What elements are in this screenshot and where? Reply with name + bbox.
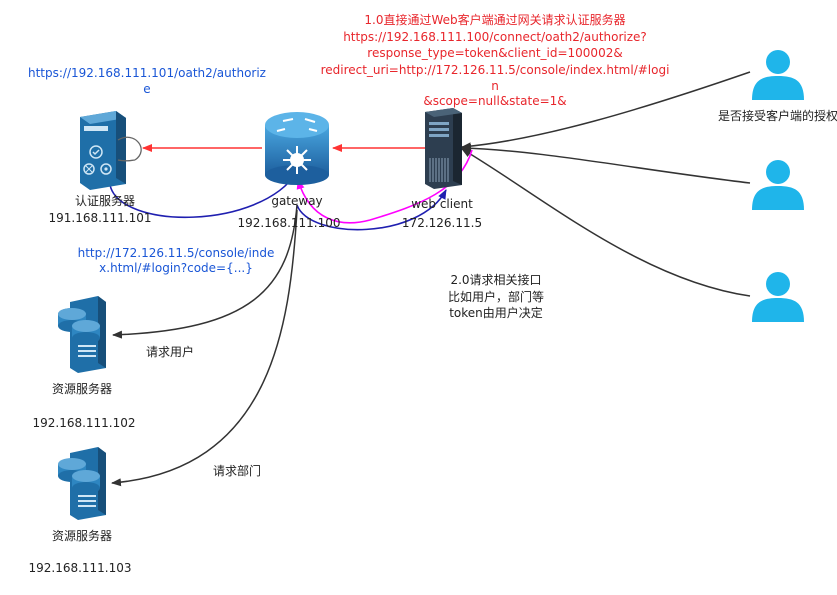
server-tower-icon xyxy=(425,108,462,189)
request-text-line1: 1.0直接通过Web客户端通过网关请求认证服务器 xyxy=(364,12,625,27)
auth-server-ip: 191.168.111.101 xyxy=(48,211,151,225)
users-label: 是否接受客户端的授权 xyxy=(718,108,837,123)
redirect-arrow-gateway-to-client xyxy=(296,189,447,231)
resource1-label: 资源服务器 xyxy=(52,381,112,396)
user2-connection xyxy=(461,144,751,184)
user-icon xyxy=(752,50,804,100)
resource2-label: 资源服务器 xyxy=(52,528,112,543)
router-icon xyxy=(265,112,329,185)
web-client-label: web client xyxy=(411,197,473,211)
redirect-arrow-auth-to-gateway xyxy=(109,171,298,218)
request-text-line4: redirect_uri=http://172.126.11.5/console… xyxy=(321,63,670,77)
request-text-line6: &scope=null&state=1& xyxy=(423,94,566,108)
gateway-ip: 192.168.111.100 xyxy=(237,216,340,230)
interface-note-line2: 比如用户，部门等 xyxy=(448,289,544,304)
request-text-line2: https://192.168.111.100/connect/oath2/au… xyxy=(343,30,647,44)
database-server-icon xyxy=(58,296,106,373)
web-client-ip: 172.126.11.5 xyxy=(402,216,482,230)
gateway-to-resource2 xyxy=(111,209,298,487)
request-text-line3: response_type=token&client_id=100002& xyxy=(367,46,622,60)
authorize-url-line2: e xyxy=(143,82,150,96)
interface-note-line1: 2.0请求相关接口 xyxy=(450,272,541,287)
request-user-label: 请求用户 xyxy=(146,344,194,359)
resource1-ip: 192.168.111.102 xyxy=(32,416,135,430)
auth-server-icon xyxy=(80,111,142,190)
database-server-icon xyxy=(58,447,106,520)
gateway-label: gateway xyxy=(271,194,322,208)
user1-connection xyxy=(461,71,751,151)
auth-server-label: 认证服务器 xyxy=(75,193,135,208)
user-icon xyxy=(752,160,804,210)
authorize-url-line1: https://192.168.111.101/oath2/authoriz xyxy=(28,66,266,80)
request-dept-label: 请求部门 xyxy=(213,463,261,478)
redirect-url-line1: http://172.126.11.5/console/inde xyxy=(78,246,275,260)
request-text-line5: n xyxy=(491,79,499,93)
user3-connection xyxy=(461,148,751,297)
gateway-to-resource1 xyxy=(112,204,298,339)
user-icon xyxy=(752,272,804,322)
resource2-ip: 192.168.111.103 xyxy=(28,561,131,575)
interface-note-line3: token由用户决定 xyxy=(449,305,543,320)
redirect-url-line2: x.html/#login?code={...} xyxy=(99,261,253,275)
